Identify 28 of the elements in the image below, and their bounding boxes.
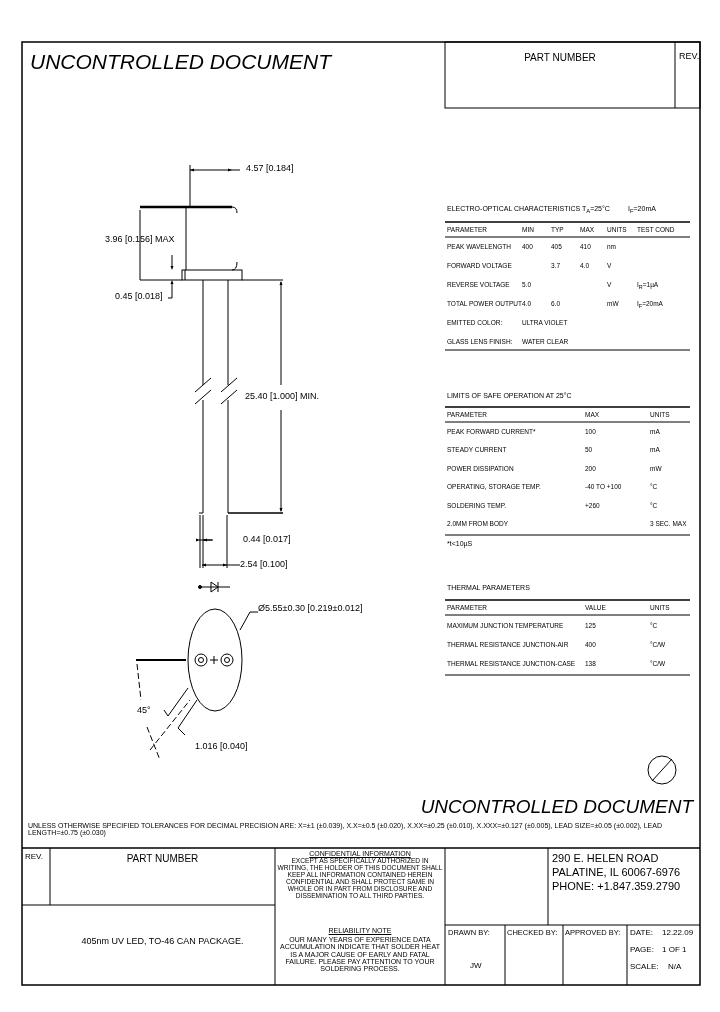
dimension-label: Ø5.55±0.30 [0.219±0.012]: [258, 604, 363, 614]
field-label: REV.: [679, 52, 700, 62]
field-value: 1 OF 1: [662, 946, 687, 955]
description-text: 405nm UV LED, TO-46 CAN PACKAGE.: [80, 937, 245, 947]
dimension-label: 25.40 [1.000] MIN.: [245, 392, 320, 402]
dimension-label: 3.96 [0.156] MAX: [105, 235, 175, 245]
dimension-label: 0.44 [0.017]: [243, 535, 291, 545]
field-label: PAGE:: [630, 946, 654, 955]
leader-line: [239, 611, 259, 631]
field-label: SCALE:: [630, 963, 659, 972]
field-label: DATE:: [630, 929, 653, 938]
dimension-label: 2.54 [0.100]: [240, 560, 288, 570]
led-base-outline: [187, 608, 243, 712]
dimension-label: 4.57 [0.184]: [246, 164, 294, 174]
field-value: JW: [470, 962, 482, 971]
field-value: N/A: [668, 963, 682, 972]
address-text: PALATINE, IL 60067-6976: [552, 866, 681, 879]
dimension-label: 0.45 [0.018]: [115, 292, 163, 302]
address-text: PHONE: +1.847.359.2790: [552, 880, 681, 893]
field-label: PART NUMBER: [523, 52, 597, 63]
field-label: PART NUMBER: [125, 853, 200, 864]
dimension-label: 45°: [137, 706, 151, 716]
stamp-text: UNCONTROLLED DOCUMENT: [30, 50, 331, 74]
field-label: REV.: [25, 853, 43, 862]
stamp-text: UNCONTROLLED DOCUMENT: [419, 797, 693, 818]
dimension-label: 1.016 [0.040]: [195, 742, 248, 752]
address-text: 290 E. HELEN ROAD: [552, 852, 659, 865]
field-value: 12.22.09: [662, 929, 694, 938]
